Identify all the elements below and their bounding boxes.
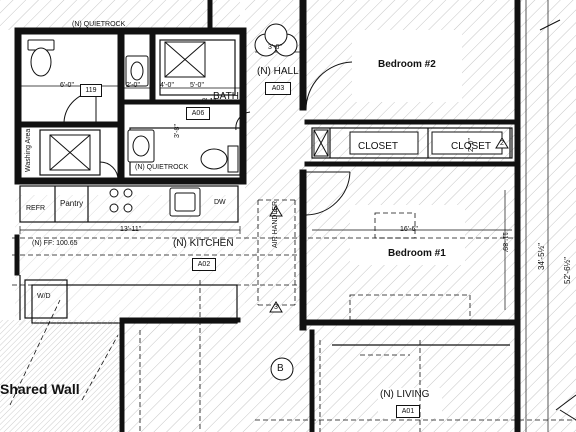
dimension-lines <box>15 0 549 432</box>
tag-a01: A01 <box>396 405 420 418</box>
ff-note: (N) FF: 100.65 <box>32 240 78 247</box>
dim-tub-a: 4'-0" <box>160 82 174 89</box>
triangle-marker-3: 3 <box>274 304 278 311</box>
closet-details <box>313 129 503 157</box>
dim-overall-length: 52'-6½" <box>563 256 572 284</box>
section-marker-b: B <box>277 363 284 374</box>
shared-wall-label: Shared Wall <box>0 381 80 397</box>
kitchen-label: (N) KITCHEN <box>173 238 234 249</box>
dw-label: DW <box>214 199 226 206</box>
closet-left-label: CLOSET <box>358 141 399 152</box>
hall-label: (N) HALL <box>257 66 299 77</box>
closet-right-label: CLOSET <box>451 141 492 152</box>
bedroom1-label-field <box>350 205 465 265</box>
exterior-edge-right <box>519 0 576 432</box>
dim-bedroom1-width: 16'-6" <box>400 226 418 233</box>
quietrock-top-note: (N) QUIETROCK <box>72 21 126 28</box>
walls <box>14 0 521 432</box>
triangle-marker-2: 2 <box>500 140 504 147</box>
dim-closet-small: 2'-0" <box>126 82 140 89</box>
bath-label: BATH <box>213 91 239 102</box>
triangle-marker-4a: 4 <box>274 208 278 215</box>
tag-a02: A02 <box>192 258 216 271</box>
tag-a06: A06 <box>186 107 210 120</box>
dim-tub-b: 5'-0" <box>190 82 204 89</box>
fixtures <box>27 23 298 217</box>
quietrock-mid-note: (N) QUIETROCK <box>135 164 189 171</box>
washing-area-label: Washing Area <box>25 128 32 172</box>
dim-bath-depth: 8'-1" <box>202 98 216 105</box>
tag-119: 119 <box>80 84 102 97</box>
living-label: (N) LIVING <box>380 389 430 400</box>
shared-wall-hatch <box>0 320 120 432</box>
dim-closet-depth: 2'-0" <box>468 138 475 152</box>
door-swings <box>63 61 353 216</box>
dim-bath-vertical: 3'-8" <box>174 124 181 138</box>
bedroom2-label-field <box>352 30 462 102</box>
dim-partial-length: 34'-5½" <box>537 242 546 270</box>
dim-bedroom1-depth: 11'-89' <box>501 232 508 253</box>
hatch-area-top-left <box>0 0 240 30</box>
wd-label: W/D <box>37 293 51 300</box>
tag-a03: A03 <box>265 82 291 95</box>
dim-kitchen-width: 13'-11" <box>120 226 142 233</box>
dim-bath-left: 6'-0" <box>60 82 74 89</box>
pantry-label: Pantry <box>60 199 84 208</box>
refr-label: REFR <box>26 205 46 212</box>
bedroom2-label: Bedroom #2 <box>378 59 436 70</box>
dim-hall-width: 3'-6" <box>268 44 282 51</box>
markers <box>269 137 509 381</box>
bedroom1-label: Bedroom #1 <box>388 248 446 259</box>
